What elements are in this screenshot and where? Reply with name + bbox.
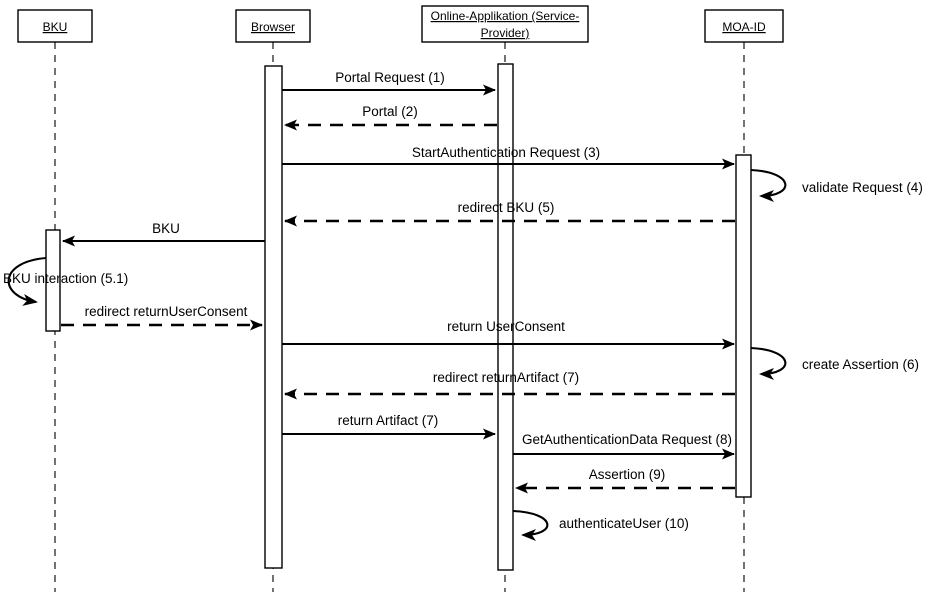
message-getauthenticationdata-request[interactable]: GetAuthenticationData Request (8) xyxy=(513,432,735,460)
message-label-authenticateuser: authenticateUser (10) xyxy=(559,516,689,531)
message-validate-request[interactable]: validate Request (4) xyxy=(750,168,923,202)
message-line-validate-request xyxy=(750,168,787,202)
message-label-portal: Portal (2) xyxy=(362,104,418,119)
message-label-portal-request: Portal Request (1) xyxy=(335,70,445,85)
message-create-assertion[interactable]: create Assertion (6) xyxy=(750,346,919,380)
message-startauthentication-request[interactable]: StartAuthentication Request (3) xyxy=(282,145,735,170)
message-label-assertion: Assertion (9) xyxy=(589,467,666,482)
message-label-return-artifact: return Artifact (7) xyxy=(338,413,439,428)
activation-bar-oa xyxy=(497,63,514,571)
activation-bar-browser xyxy=(264,65,283,569)
activation-bars xyxy=(45,63,752,571)
message-portal[interactable]: Portal (2) xyxy=(284,104,497,131)
activation-bar-moaid xyxy=(735,154,752,498)
message-portal-request[interactable]: Portal Request (1) xyxy=(282,70,496,96)
message-bku[interactable]: BKU xyxy=(62,221,265,247)
participant-label-oa-line2: Provider) xyxy=(481,26,530,40)
message-label-bku-interaction: BKU interaction (5.1) xyxy=(3,271,128,286)
message-label-redirect-bku: redirect BKU (5) xyxy=(458,200,555,215)
message-redirect-bku[interactable]: redirect BKU (5) xyxy=(284,200,735,227)
participant-box-browser[interactable] xyxy=(235,9,311,43)
messages: Portal Request (1) Portal (2) StartAuthe… xyxy=(3,70,923,541)
message-label-bku: BKU xyxy=(152,221,180,236)
message-line-create-assertion xyxy=(750,346,787,380)
message-label-redirect-returnartifact: redirect returnArtifact (7) xyxy=(433,370,579,385)
message-redirect-returnartifact[interactable]: redirect returnArtifact (7) xyxy=(284,370,735,400)
participant-label-browser: Browser xyxy=(251,20,295,34)
message-label-create-assertion: create Assertion (6) xyxy=(802,357,919,372)
participant-label-bku: BKU xyxy=(43,20,68,34)
message-return-artifact[interactable]: return Artifact (7) xyxy=(282,413,496,440)
participant-box-moaid[interactable] xyxy=(704,9,784,43)
message-assertion[interactable]: Assertion (9) xyxy=(515,467,735,494)
message-bku-interaction[interactable]: BKU interaction (5.1) xyxy=(3,256,128,306)
participant-box-oa[interactable] xyxy=(421,5,589,43)
participant-label-moaid: MOA-ID xyxy=(722,20,766,34)
activation-bar-bku xyxy=(45,229,61,332)
message-label-redirect-returnuserconsent: redirect returnUserConsent xyxy=(85,304,248,319)
message-authenticateuser[interactable]: authenticateUser (10) xyxy=(512,509,689,541)
message-label-validate-request: validate Request (4) xyxy=(802,180,923,195)
message-redirect-returnuserconsent[interactable]: redirect returnUserConsent xyxy=(61,304,263,331)
message-label-getauthenticationdata-request: GetAuthenticationData Request (8) xyxy=(522,432,732,447)
message-label-return-userconsent: return UserConsent xyxy=(447,319,565,334)
message-line-authenticateuser xyxy=(512,509,549,541)
participant-box-bku[interactable] xyxy=(17,9,93,43)
message-return-userconsent[interactable]: return UserConsent xyxy=(282,319,735,350)
participant-label-oa-line1: Online-Applikation (Service- xyxy=(431,9,580,23)
message-line-bku-interaction xyxy=(7,256,47,306)
message-label-startauthentication-request: StartAuthentication Request (3) xyxy=(412,145,600,160)
participant-headers: BKU Browser Online-Applikation (Service-… xyxy=(17,5,784,43)
